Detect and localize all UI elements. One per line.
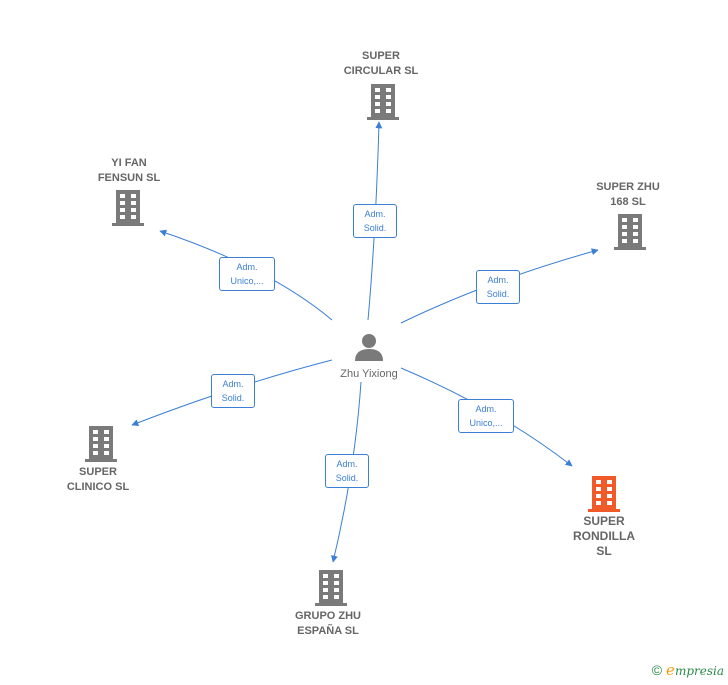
company-label-grupo-zhu-espana[interactable]: GRUPO ZHU ESPAÑA SL <box>295 610 361 637</box>
brand-logo: empresia <box>666 661 724 679</box>
building-icon[interactable] <box>315 570 347 611</box>
building-icon[interactable] <box>367 84 399 125</box>
copyright-icon: © <box>651 662 663 678</box>
relation-label-yi-fan-fensun[interactable]: Adm. Unico,... <box>219 257 275 291</box>
footer-brand: © empresia <box>652 661 724 679</box>
relation-label-super-rondilla[interactable]: Adm. Unico,... <box>458 399 514 433</box>
relation-label-super-zhu-168[interactable]: Adm. Solid. <box>476 270 520 304</box>
building-icon[interactable] <box>614 214 646 255</box>
relation-label-super-circular[interactable]: Adm. Solid. <box>353 204 397 238</box>
building-icon[interactable] <box>85 426 117 467</box>
building-icon[interactable] <box>112 190 144 231</box>
relation-label-super-clinico[interactable]: Adm. Solid. <box>211 374 255 408</box>
company-label-super-clinico[interactable]: SUPER CLINICO SL <box>66 466 130 493</box>
company-label-super-zhu-168[interactable]: SUPER ZHU 168 SL <box>596 181 660 208</box>
relation-label-grupo-zhu-espana[interactable]: Adm. Solid. <box>325 454 369 488</box>
company-label-super-rondilla[interactable]: SUPER RONDILLA SL <box>573 514 635 558</box>
company-label-yi-fan-fensun[interactable]: YI FAN FENSUN SL <box>97 157 161 184</box>
company-label-super-circular[interactable]: SUPER CIRCULAR SL <box>343 50 419 77</box>
person-name[interactable]: Zhu Yixiong <box>340 368 398 380</box>
person-icon[interactable] <box>354 332 384 362</box>
building-icon[interactable] <box>588 476 620 517</box>
